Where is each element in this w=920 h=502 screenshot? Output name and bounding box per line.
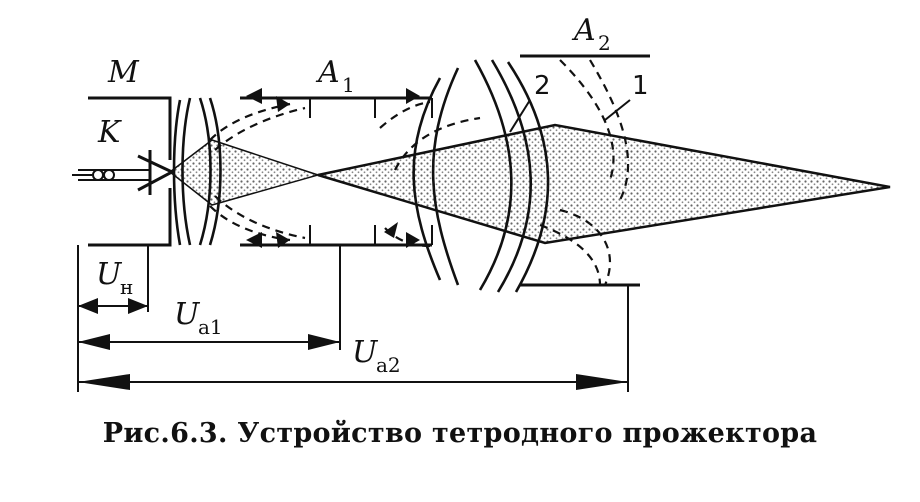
beam-expanding-region: [317, 123, 891, 245]
second-anode-a2: [520, 54, 650, 287]
leader-line-2: [509, 99, 531, 133]
svg-text:2: 2: [598, 31, 611, 55]
svg-text:н: н: [120, 275, 133, 299]
beam-crossover-region: [168, 139, 321, 206]
svg-text:U: U: [352, 335, 379, 370]
svg-text:A: A: [315, 55, 340, 90]
label-ray-2: 2: [534, 71, 551, 101]
svg-text:a1: a1: [198, 315, 223, 339]
svg-text:A: A: [571, 13, 596, 48]
cathode: [72, 150, 176, 195]
label-anode-1: A 1: [315, 55, 355, 97]
label-u-a2: U a2: [352, 335, 401, 377]
first-anode-a1: [240, 96, 433, 247]
field-lines-m-a1: [172, 97, 222, 246]
svg-text:1: 1: [342, 73, 355, 97]
modulator-electrode: [88, 96, 172, 247]
label-modulator: M: [107, 55, 140, 90]
svg-text:U: U: [96, 257, 123, 292]
field-lines-a1-a2: [412, 59, 550, 293]
figure-caption: Рис.6.3. Устройство тетродного прожектор…: [102, 418, 818, 449]
label-ray-1: 1: [632, 71, 649, 101]
label-u-heater: U н: [96, 257, 133, 299]
label-cathode: K: [97, 115, 122, 150]
label-u-a1: U a1: [174, 297, 223, 339]
svg-text:U: U: [174, 297, 201, 332]
label-anode-2: A 2: [571, 13, 611, 55]
leader-line-1: [604, 99, 631, 121]
field-arrows: [246, 88, 420, 248]
svg-text:a2: a2: [376, 353, 401, 377]
dimension-lines: [77, 245, 629, 392]
